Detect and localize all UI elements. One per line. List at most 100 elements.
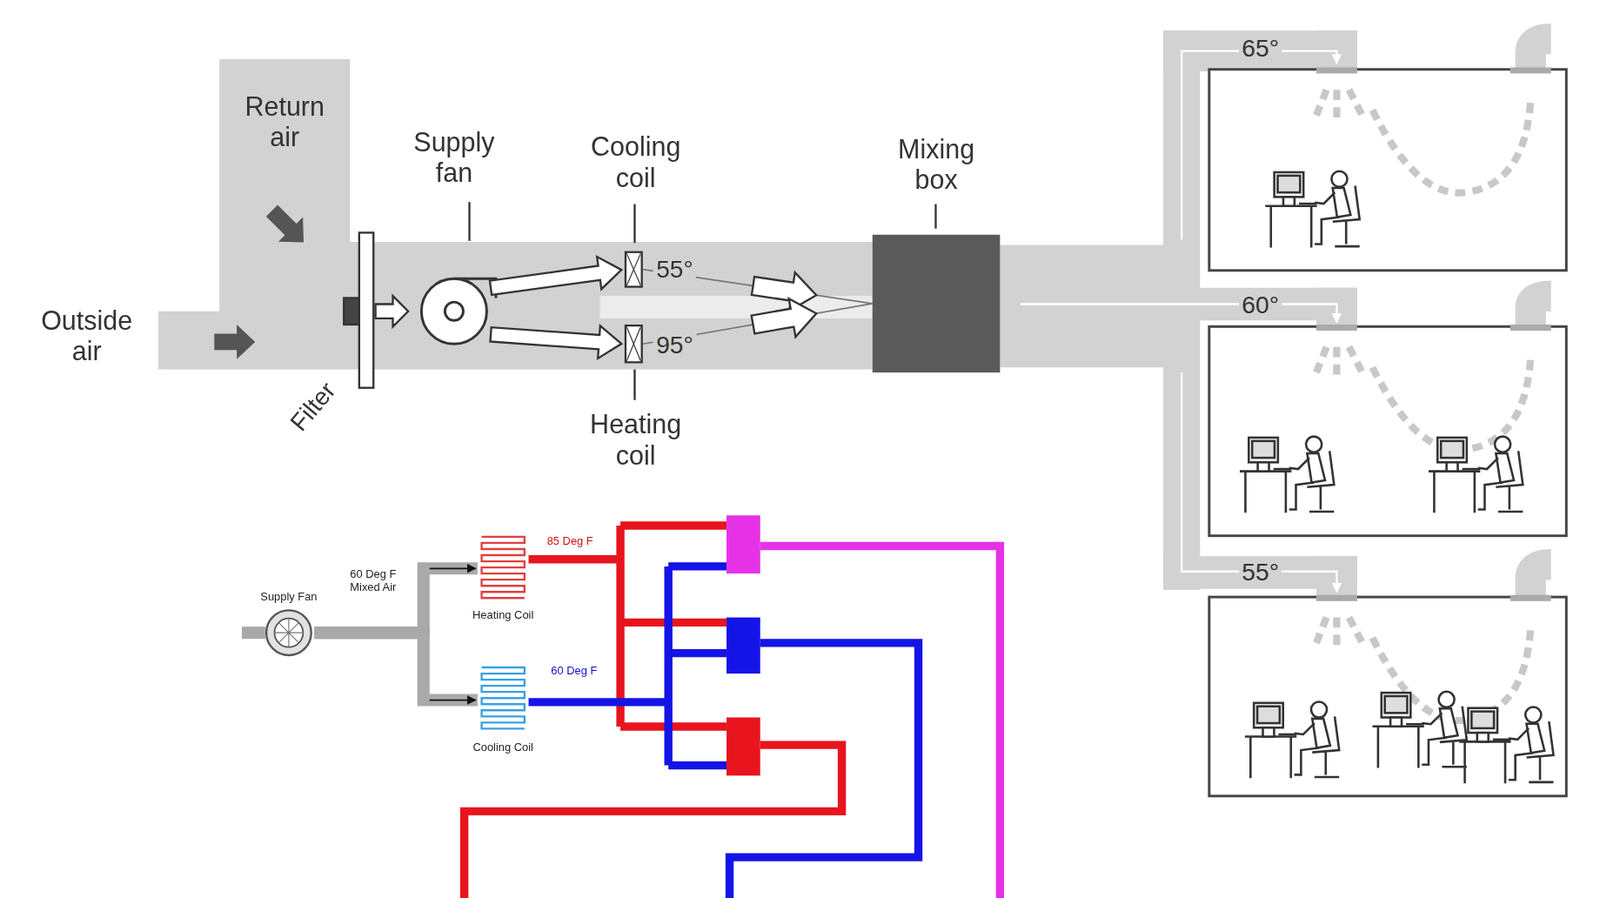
room-air-flow — [1316, 89, 1531, 721]
temperature-label: 55° — [1238, 558, 1283, 587]
filter — [375, 295, 409, 327]
leader-tick — [934, 204, 937, 229]
duct — [1530, 39, 1551, 73]
air-temperature-label: 60 Deg F Mixed Air — [349, 567, 409, 594]
duct-label: Return air — [228, 92, 342, 154]
duct — [158, 59, 873, 370]
airflow-arrow — [490, 325, 623, 358]
water-pipe — [528, 525, 728, 727]
temperature-label: 65° — [1238, 33, 1283, 62]
fan-node: Supply fan — [421, 278, 487, 344]
airflow-arrow — [751, 272, 817, 311]
mixing-box: Mixing box — [872, 234, 1001, 373]
coil-cross — [626, 253, 641, 287]
air-duct-connector — [314, 632, 478, 700]
occupant — [1265, 171, 1359, 248]
water-temperature-label: 85 Deg F — [547, 535, 594, 549]
occupant — [1245, 702, 1339, 779]
mixing-valve-box — [726, 717, 761, 777]
part-label: Supply fan — [397, 127, 510, 189]
room-air-flow — [1316, 347, 1531, 450]
temperature-label: 60° — [1238, 290, 1283, 319]
duct — [1530, 564, 1551, 600]
coil-winding — [482, 536, 525, 598]
inset-supply-fan: Supply Fan — [263, 609, 315, 656]
air-duct — [314, 632, 478, 700]
mixing-valve-box — [726, 515, 761, 776]
occupant — [1459, 706, 1554, 784]
mixing-valve-box — [726, 617, 761, 675]
airflow-arrow — [490, 325, 623, 358]
room — [1209, 326, 1567, 536]
inset-cooling-coil: Cooling Coil — [477, 662, 529, 737]
diffuser — [1316, 66, 1358, 74]
part-label: Cooling coil — [579, 132, 692, 194]
water-pipe — [760, 545, 1001, 898]
supply-fan — [421, 278, 487, 344]
water-pipe — [464, 525, 1001, 898]
leader-tick — [633, 204, 636, 244]
leader-tick — [468, 201, 470, 242]
diffuser — [1316, 66, 1552, 601]
occupant — [1239, 171, 1554, 784]
inset-panel — [274, 618, 303, 648]
duct-label: Outside air — [30, 306, 143, 368]
temperature-label: 55° — [653, 254, 697, 283]
air-arrow — [259, 198, 316, 255]
room — [1209, 69, 1567, 797]
temperature-label: 95° — [653, 330, 697, 359]
room-air-flow — [1316, 89, 1531, 193]
occupant — [1372, 691, 1467, 769]
leader-tick — [469, 201, 937, 401]
supply-fan — [444, 301, 463, 321]
inset-panel — [241, 512, 1105, 837]
airflow-arrow — [489, 256, 622, 295]
water-pipe — [528, 566, 728, 766]
duct — [1530, 295, 1551, 329]
leader-tick — [633, 369, 636, 401]
part-label: Heating Coil — [461, 608, 544, 622]
occupant — [1428, 436, 1523, 514]
filter — [359, 232, 374, 388]
inset-panel — [241, 512, 1105, 837]
part-label: Cooling Coil — [461, 740, 544, 754]
coil-winding — [482, 536, 525, 729]
air-arrow — [214, 324, 255, 360]
part-label: Heating coil — [579, 409, 692, 471]
cooling-coil: Cooling coil55° — [624, 251, 643, 288]
water-temperature-label: 60 Deg F — [550, 664, 597, 678]
air-arrow — [214, 198, 316, 360]
duct — [999, 244, 1169, 368]
airflow-direction — [429, 699, 476, 702]
coil-cross — [626, 253, 641, 287]
airflow-arrow — [489, 256, 622, 295]
coil-winding — [482, 667, 525, 729]
duct — [600, 295, 873, 319]
airflow-direction — [429, 567, 476, 570]
mixing-valve-box — [726, 515, 761, 574]
filter — [343, 232, 409, 388]
room-air-flow — [1316, 617, 1531, 721]
inset-panel — [266, 609, 312, 656]
part-label: Supply Fan — [247, 589, 330, 603]
filter — [343, 297, 360, 324]
coil-cross — [626, 326, 641, 362]
room — [1209, 596, 1567, 797]
room — [1209, 69, 1567, 271]
occupant — [1239, 436, 1334, 514]
coil-cross — [626, 326, 641, 362]
inset-panel — [241, 626, 266, 639]
water-pipe — [464, 744, 843, 898]
diffuser — [1316, 324, 1358, 331]
part-label: Mixing box — [880, 134, 993, 196]
diffuser — [1510, 324, 1552, 331]
heating-coil: Heating coil95° — [624, 324, 643, 364]
airflow-arrow — [751, 298, 817, 337]
diffuser — [1316, 595, 1358, 602]
supply-fan — [421, 278, 496, 344]
inset-panel — [274, 618, 303, 648]
